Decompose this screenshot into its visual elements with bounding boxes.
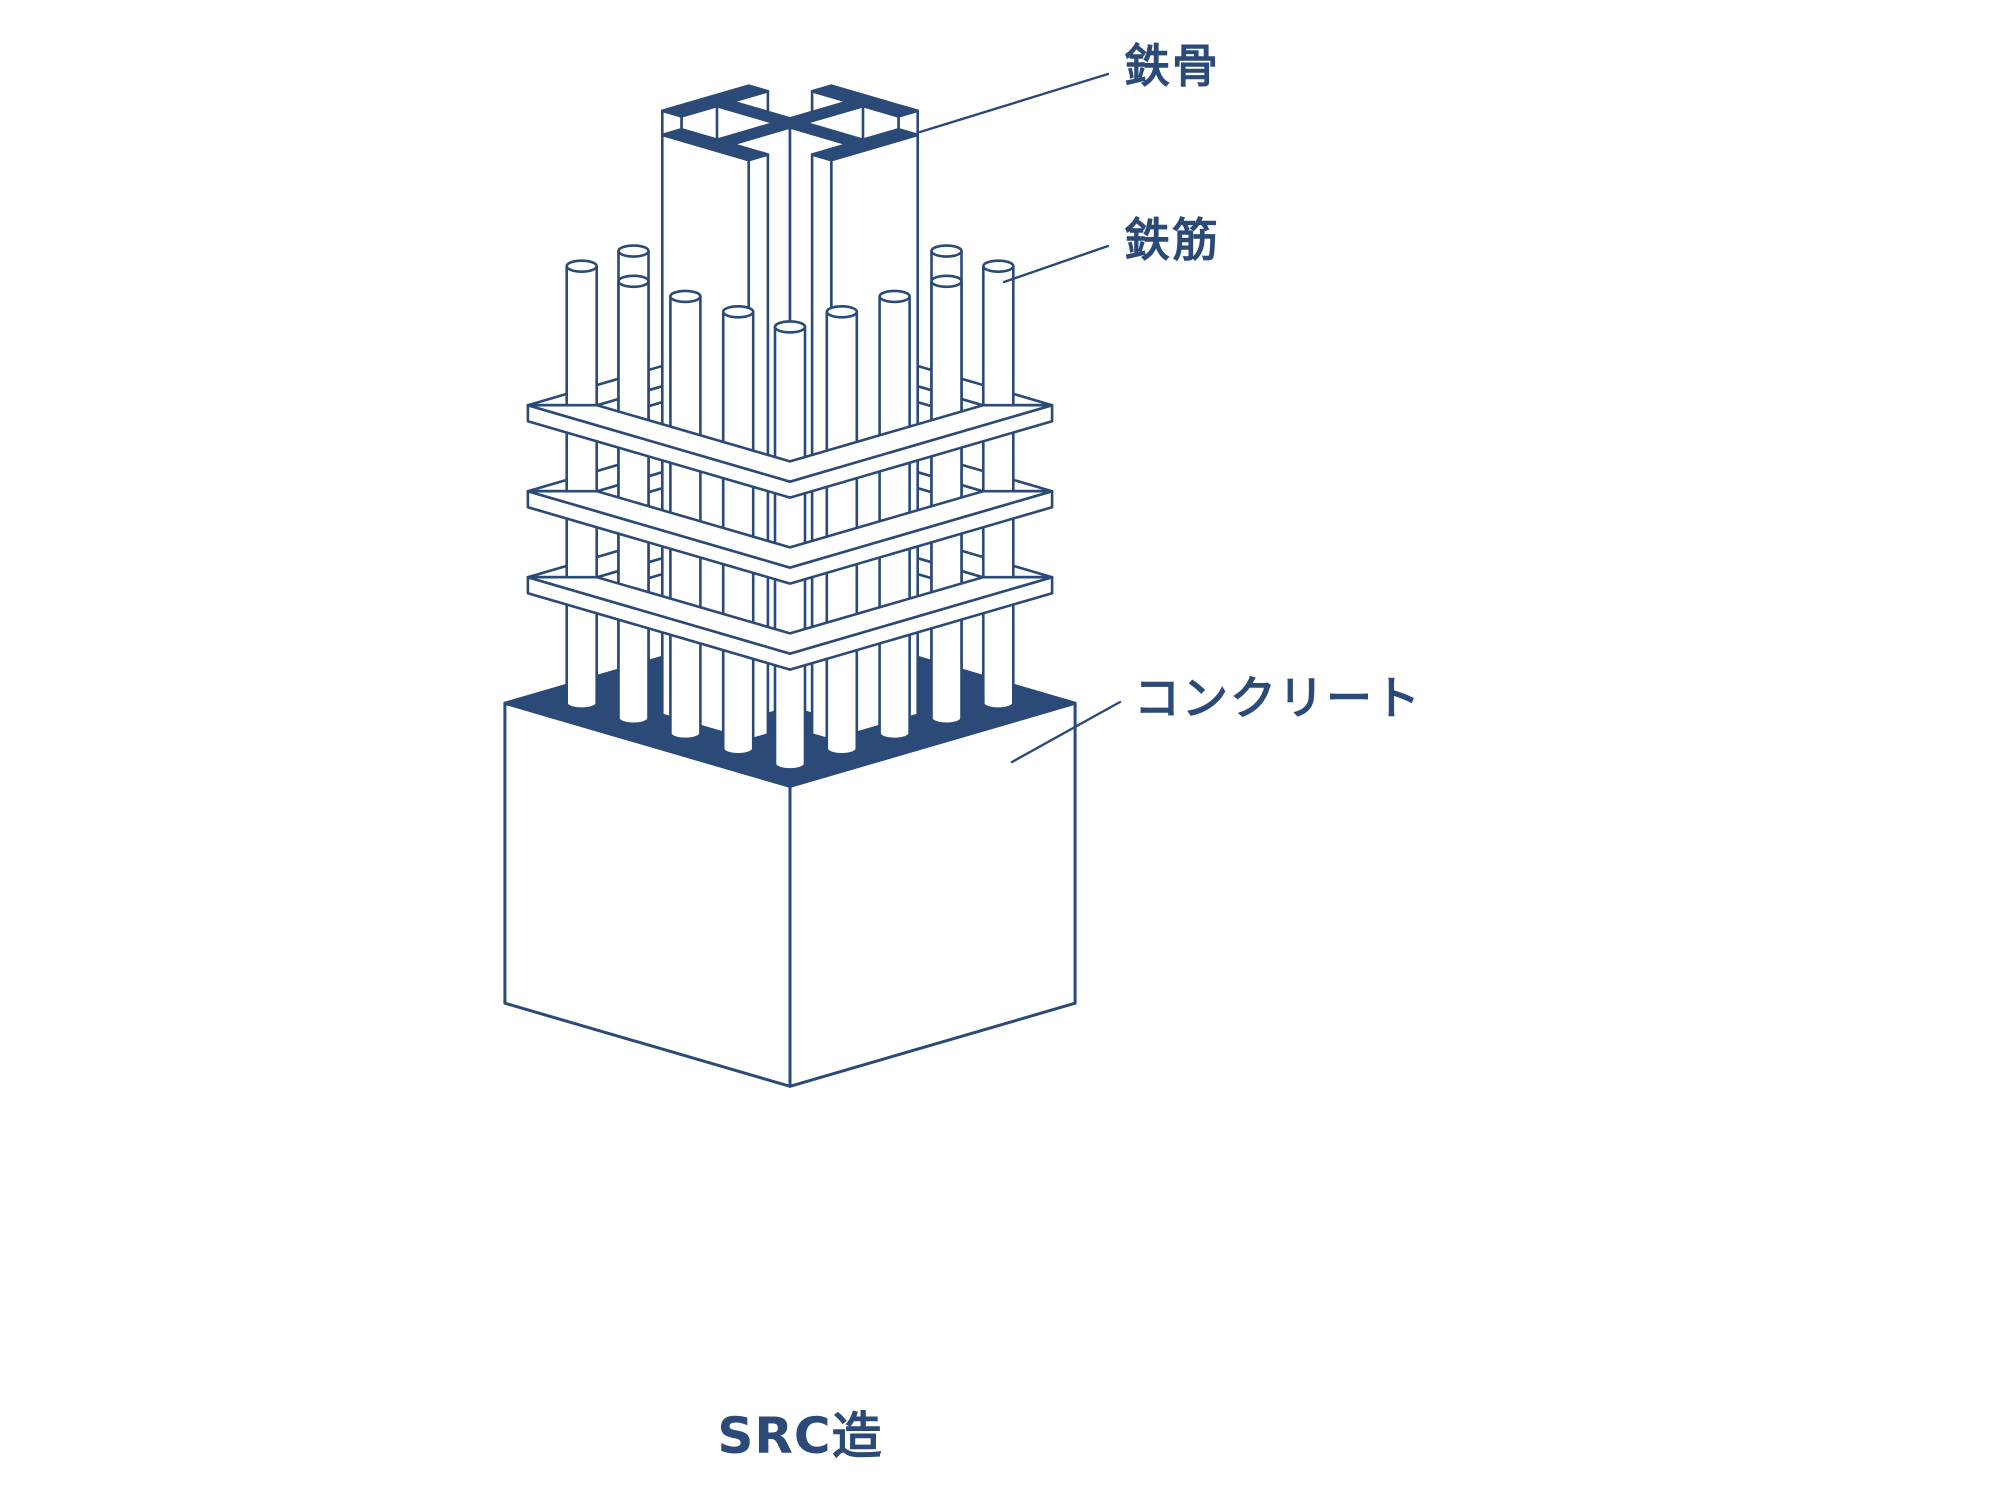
leader-lines: [918, 72, 1122, 764]
hoop-ties-front: [526, 403, 1054, 671]
diagram-title: SRC造: [717, 1407, 883, 1465]
steel-frame-label: 鉄骨: [1124, 39, 1220, 93]
concrete-label: コンクリート: [1134, 671, 1422, 725]
rebar-label: 鉄筋: [1124, 213, 1220, 267]
